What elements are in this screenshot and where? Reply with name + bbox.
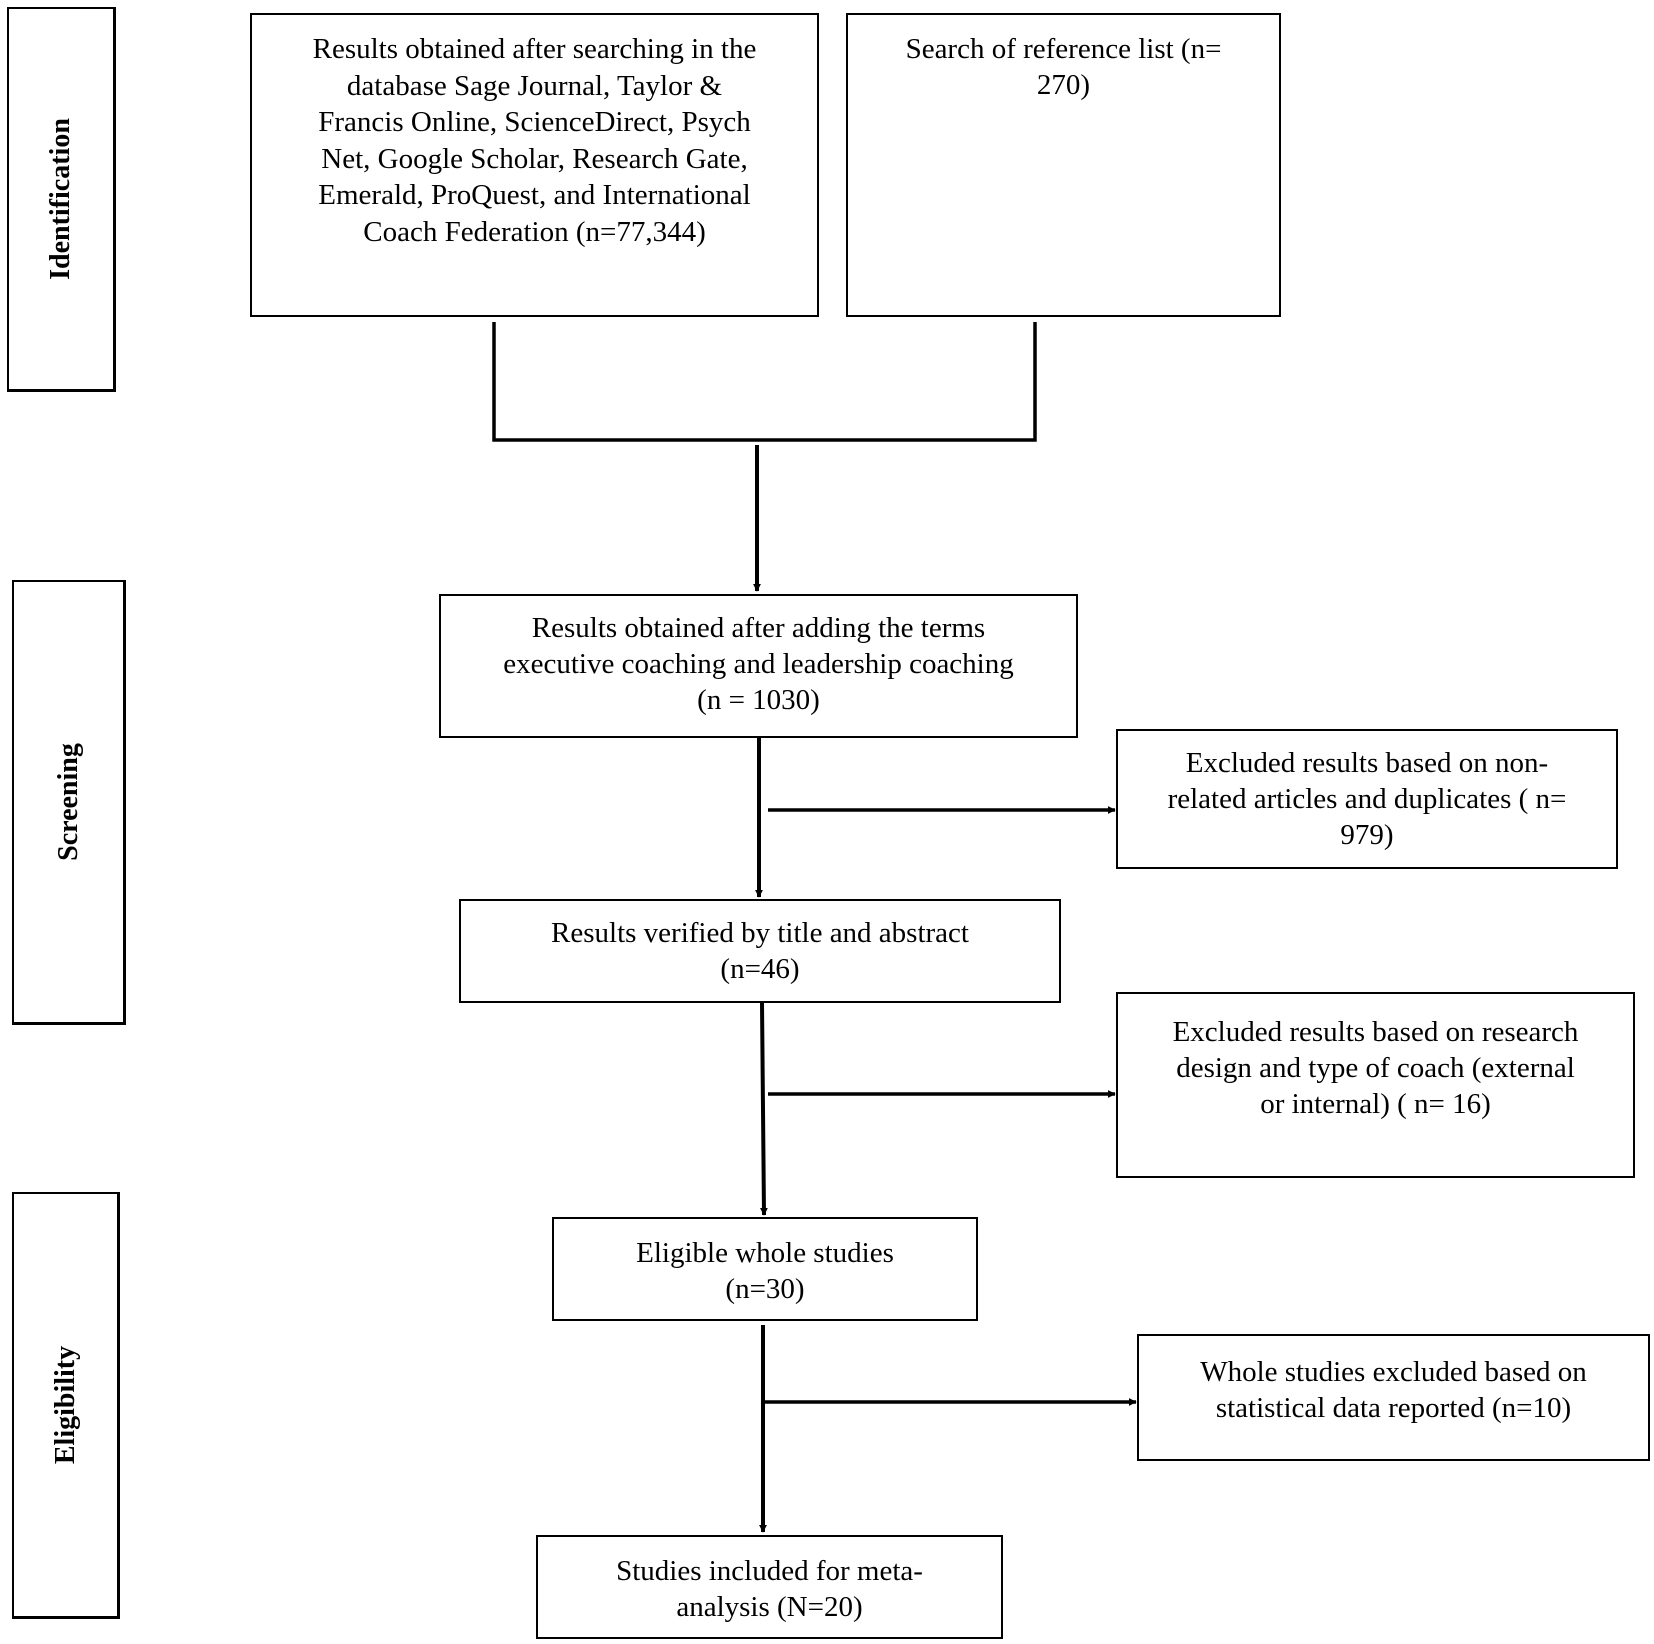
stage-screening-label: Screening xyxy=(52,743,84,861)
database-search-box: Results obtained after searching in the … xyxy=(250,13,819,317)
merge-bracket xyxy=(492,322,1037,442)
stage-eligibility-label: Eligibility xyxy=(49,1345,81,1465)
excluded-nonrelated-box: Excluded results based on non- related a… xyxy=(1116,729,1618,869)
stage-screening: Screening xyxy=(12,580,126,1025)
eligible-studies-box: Eligible whole studies (n=30) xyxy=(552,1217,978,1321)
excluded-statistical-box: Whole studies excluded based on statisti… xyxy=(1137,1334,1650,1461)
arrow-to-eligible xyxy=(759,1002,768,1216)
excluded-design-box: Excluded results based on research desig… xyxy=(1116,992,1635,1178)
stage-identification-label: Identification xyxy=(45,118,76,280)
stage-eligibility: Eligibility xyxy=(12,1192,120,1619)
stage-identification: Identification xyxy=(7,7,116,392)
reference-list-box: Search of reference list (n= 270) xyxy=(846,13,1281,317)
title-abstract-box: Results verified by title and abstract (… xyxy=(459,899,1061,1003)
terms-added-box: Results obtained after adding the terms … xyxy=(439,594,1078,738)
included-studies-box: Studies included for meta- analysis (N=2… xyxy=(536,1535,1003,1639)
